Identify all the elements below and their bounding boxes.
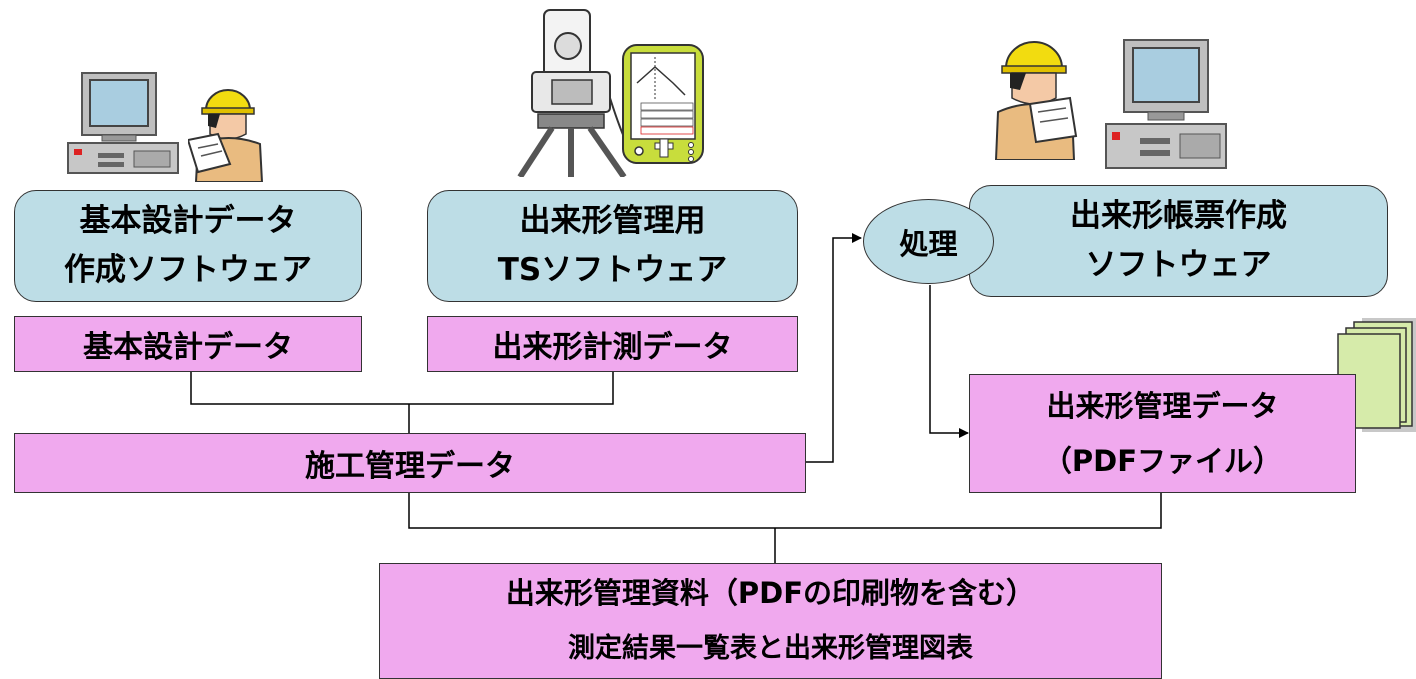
process-ellipse: 処理 — [863, 199, 994, 284]
basic-design-software-line1: 基本設計データ — [79, 203, 297, 239]
mgmt-data-pdf-box: 出来形管理データ （PDFファイル） — [969, 374, 1356, 493]
connector-construction-to-docs — [408, 493, 775, 529]
connector-pdf-to-docs — [775, 493, 1162, 529]
basic-design-data-label: 基本設計データ — [83, 330, 293, 365]
computer-right-icon — [1105, 39, 1227, 169]
connector-basic-to-merge — [190, 371, 409, 405]
ts-software-box: 出来形管理用 TSソフトウェア — [427, 190, 798, 302]
arrow-process-to-mgmt-data — [929, 285, 969, 438]
worker-clipboard-right-icon — [994, 41, 1078, 160]
worker-clipboard-left-icon — [188, 89, 264, 182]
arrow-construction-to-process — [806, 233, 862, 463]
connector-measure-to-merge — [409, 371, 614, 405]
report-software-line2: ソフトウェア — [1085, 247, 1272, 283]
measurement-data-box: 出来形計測データ — [427, 316, 798, 372]
mgmt-data-pdf-line1: 出来形管理データ — [1046, 388, 1279, 423]
process-label: 処理 — [899, 226, 958, 261]
ts-software-line1: 出来形管理用 — [519, 203, 706, 239]
basic-design-software-line2: 作成ソフトウェア — [64, 252, 312, 288]
total-station-icon — [517, 9, 632, 177]
ts-software-line2: TSソフトウェア — [497, 252, 728, 288]
basic-design-software-box: 基本設計データ 作成ソフトウェア — [14, 190, 362, 302]
construction-mgmt-data-box: 施工管理データ — [14, 433, 806, 493]
report-software-line1: 出来形帳票作成 — [1070, 198, 1287, 234]
mgmt-documents-line2: 測定結果一覧表と出来形管理図表 — [568, 633, 973, 664]
measurement-data-label: 出来形計測データ — [492, 330, 733, 365]
report-software-box: 出来形帳票作成 ソフトウェア — [969, 185, 1388, 297]
handheld-device-icon — [622, 44, 704, 164]
construction-mgmt-data-label: 施工管理データ — [305, 449, 515, 484]
mgmt-documents-box: 出来形管理資料（PDFの印刷物を含む） 測定結果一覧表と出来形管理図表 — [379, 563, 1162, 679]
mgmt-documents-line1: 出来形管理資料（PDFの印刷物を含む） — [505, 576, 1036, 610]
basic-design-data-box: 基本設計データ — [14, 316, 362, 372]
mgmt-data-pdf-line2: （PDFファイル） — [1042, 443, 1283, 478]
computer-left-icon — [67, 72, 179, 174]
